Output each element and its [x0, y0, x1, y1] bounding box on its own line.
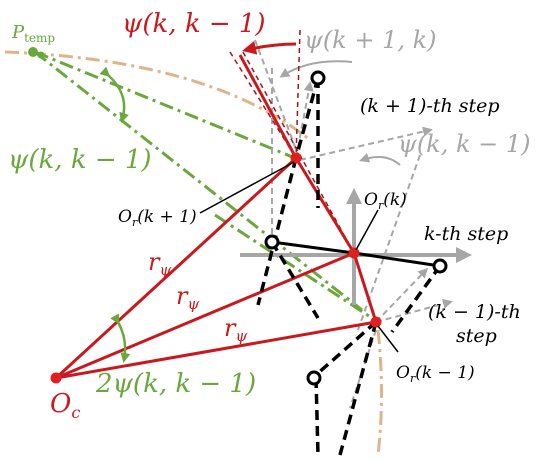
label-k-step: k-th step: [424, 223, 508, 245]
label-2psi: 2ψ(k, k − 1): [95, 369, 256, 399]
radius-to-km1: [55, 320, 377, 380]
foot-point-right: [432, 258, 448, 274]
label-oc: Oc: [50, 389, 80, 422]
leg-k-solid-b: [353, 251, 441, 268]
label-km1-step-line1: (k − 1)-th: [428, 301, 521, 323]
chord-k-km1: [352, 252, 378, 323]
gray-dash-1: [254, 39, 301, 161]
label-r-psi-1: rψ: [148, 248, 171, 279]
red-arc-psi-k-km1: [242, 40, 297, 55]
label-r-psi-2: rψ: [176, 282, 199, 313]
leg-km1-dash-b: [314, 377, 320, 456]
leader-or-km1: [377, 325, 399, 353]
chord-kp1-k: [294, 157, 356, 254]
point-or-km1: [370, 316, 382, 328]
leg-k-solid-a: [271, 240, 355, 255]
label-kp1-step: (k + 1)-th step: [360, 95, 500, 117]
leg-kp1-dash-a: [294, 77, 320, 159]
label-psi-k-km1-green: ψ(k, k − 1): [8, 145, 152, 175]
green-2psi-arc: [110, 313, 131, 363]
radius-to-kp1: [54, 156, 298, 380]
label-or-k: Or(k): [364, 190, 407, 212]
trajectory-arc-lower: [376, 329, 383, 456]
green-angle-arc: [99, 66, 129, 123]
green-line-to-step-k: [34, 50, 363, 312]
gray-dash-6: [375, 298, 453, 323]
red-extension-1: [238, 54, 298, 159]
label-psi-k-km1-gray: ψ(k, k − 1): [398, 130, 531, 158]
point-or-k: [348, 247, 360, 259]
label-km1-step-line2: step: [456, 325, 497, 347]
green-line-to-step-kp1: [34, 50, 296, 160]
radius-to-k: [55, 251, 355, 380]
label-p-temp: Ptemp: [11, 22, 55, 45]
leg-km1-dash-c: [338, 321, 378, 456]
label-r-psi-3: rψ: [224, 314, 247, 345]
label-or-kp1: Or(k + 1): [118, 207, 197, 229]
label-or-km1: Or(k − 1): [396, 363, 475, 385]
gray-dash-5: [299, 126, 433, 161]
red-guide-2: [242, 51, 355, 254]
gray-arc-psi-k-km1: [359, 152, 401, 166]
label-psi-k-km1-red: ψ(k, k − 1): [122, 9, 266, 39]
gray-dash-7: [375, 267, 429, 323]
leg-kp1-dash-c: [256, 157, 298, 306]
foot-point-top: [310, 70, 326, 86]
point-p-temp: [28, 47, 38, 57]
red-guide-1: [229, 51, 297, 159]
foot-point-left: [264, 234, 280, 250]
foot-point-bottom: [306, 370, 322, 386]
point-p-temp-2: [37, 51, 45, 59]
leg-k-dash-b: [390, 264, 442, 334]
leg-km1-dash-a: [314, 320, 378, 377]
label-psi-kp1-k: ψ(k + 1, k): [304, 26, 437, 54]
red-guide-3: [295, 29, 301, 159]
leader-or-kp1: [199, 161, 295, 214]
gray-dash-3: [357, 154, 421, 331]
gray-arc-psi-kp1-k: [279, 60, 353, 78]
point-or-kp1: [290, 152, 302, 164]
leader-or-k: [355, 209, 379, 251]
point-oc: [50, 372, 62, 384]
green-line-lower: [214, 213, 376, 322]
